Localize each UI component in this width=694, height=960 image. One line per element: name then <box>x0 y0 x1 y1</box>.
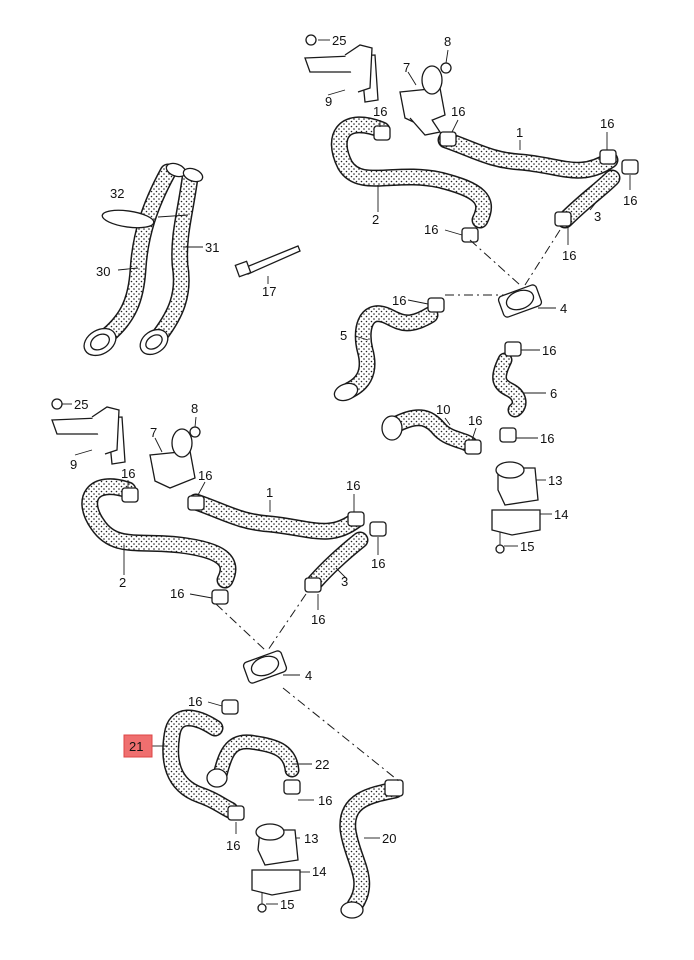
leader-lines <box>62 39 631 905</box>
label-16-s: 16 <box>226 838 240 853</box>
hose-group-30-31 <box>83 162 204 357</box>
label-25-top: 25 <box>332 33 346 48</box>
label-8-low: 8 <box>191 401 198 416</box>
label-14-low: 14 <box>312 864 326 879</box>
label-16-a: 16 <box>373 104 387 119</box>
label-16-f: 16 <box>562 248 576 263</box>
callout-labels: 32 31 30 17 25 9 8 7 16 16 1 16 16 2 3 1… <box>70 33 637 912</box>
label-16-c: 16 <box>600 116 614 131</box>
label-15-top: 15 <box>520 539 534 554</box>
label-6: 6 <box>550 386 557 401</box>
label-1-top: 1 <box>516 125 523 140</box>
label-3-top: 3 <box>594 209 601 224</box>
seal-32 <box>101 209 155 229</box>
label-16-q: 16 <box>188 694 202 709</box>
label-16-g: 16 <box>392 293 406 308</box>
label-7-low: 7 <box>150 425 157 440</box>
label-30: 30 <box>96 264 110 279</box>
label-4-top: 4 <box>560 301 567 316</box>
label-31: 31 <box>205 240 219 255</box>
cable-tie-17 <box>234 245 301 278</box>
label-13-top: 13 <box>548 473 562 488</box>
label-1-low: 1 <box>266 485 273 500</box>
label-16-d: 16 <box>623 193 637 208</box>
label-10: 10 <box>436 402 450 417</box>
label-9-top: 9 <box>325 94 332 109</box>
lower-assembly <box>51 398 404 919</box>
label-16-n: 16 <box>371 556 385 571</box>
label-4-low: 4 <box>305 668 312 683</box>
highlight-box-21 <box>123 734 153 758</box>
label-8-top: 8 <box>444 34 451 49</box>
label-16-h: 16 <box>542 343 556 358</box>
label-5: 5 <box>340 328 347 343</box>
label-16-e: 16 <box>424 222 438 237</box>
label-3-low: 3 <box>341 574 348 589</box>
label-16-r: 16 <box>318 793 332 808</box>
label-2-top: 2 <box>372 212 379 227</box>
label-16-i: 16 <box>468 413 482 428</box>
label-25-low: 25 <box>74 397 88 412</box>
label-22: 22 <box>315 757 329 772</box>
label-15-low: 15 <box>280 897 294 912</box>
label-16-m: 16 <box>346 478 360 493</box>
label-14-top: 14 <box>554 507 568 522</box>
label-20: 20 <box>382 831 396 846</box>
label-16-k: 16 <box>121 466 135 481</box>
label-16-b: 16 <box>451 104 465 119</box>
label-32: 32 <box>110 186 124 201</box>
label-16-j: 16 <box>540 431 554 446</box>
label-9-low: 9 <box>70 457 77 472</box>
label-7-top: 7 <box>403 60 410 75</box>
upper-assembly <box>304 34 639 554</box>
label-13-low: 13 <box>304 831 318 846</box>
label-16-l: 16 <box>198 468 212 483</box>
label-16-p: 16 <box>311 612 325 627</box>
label-21-highlighted[interactable]: 21 <box>129 739 143 754</box>
label-2-low: 2 <box>119 575 126 590</box>
label-16-o: 16 <box>170 586 184 601</box>
label-17: 17 <box>262 284 276 299</box>
